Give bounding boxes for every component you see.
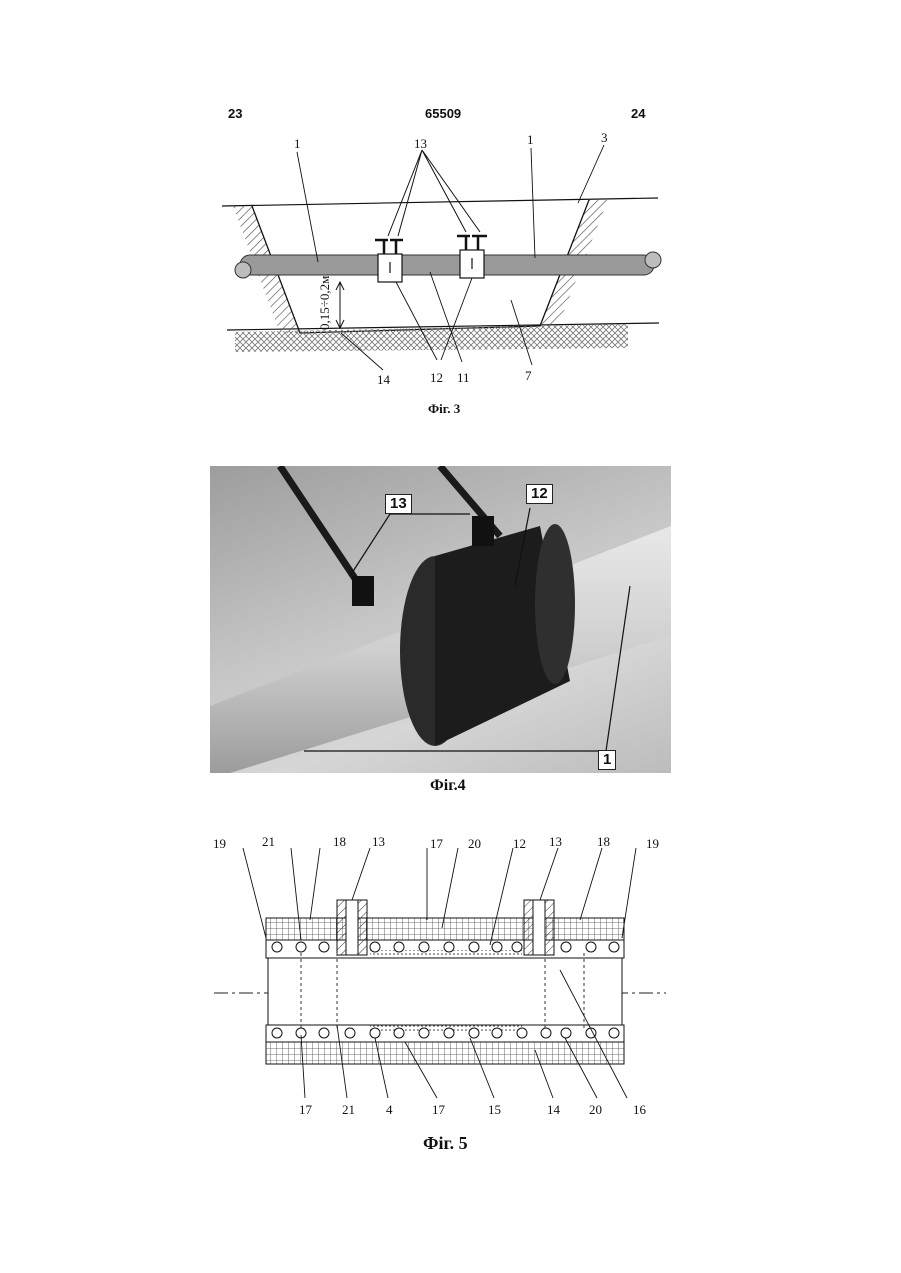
figure-5-diagram: 19 21 18 13 17 20 12 13 18 19 17 21 4 17…	[0, 820, 901, 1160]
fig5-bottom-label: 14	[547, 1102, 561, 1117]
fig5-top-label: 19	[646, 836, 659, 851]
fig5-top-label: 18	[333, 834, 346, 849]
fig5-top-label: 19	[213, 836, 226, 851]
label-pipe-segment: 11	[457, 370, 470, 385]
fig5-top-label: 17	[430, 836, 444, 851]
fig5-bottom-label: 4	[386, 1102, 393, 1117]
figure-3-caption: Фіг. 3	[428, 401, 461, 416]
fig5-bottom-label: 17	[299, 1102, 313, 1117]
label-trench-wall: 3	[601, 130, 608, 145]
label-backfill: 7	[525, 368, 532, 383]
figure-4-caption: Фіг.4	[430, 777, 466, 795]
inner-pipe	[268, 958, 622, 1025]
fig5-bottom-label: 15	[488, 1102, 501, 1117]
fig5-top-label: 12	[513, 836, 526, 851]
label-couplings: 12	[430, 370, 443, 385]
fig5-top-label: 21	[262, 834, 275, 849]
pipe	[240, 255, 654, 275]
figure-5-caption: Фіг. 5	[423, 1133, 468, 1154]
fig5-top-label: 18	[597, 834, 610, 849]
fig5-bottom-label: 20	[589, 1102, 602, 1117]
coupling-wall-top	[266, 918, 624, 940]
fig5-top-label: 13	[549, 834, 562, 849]
photo-label-coupling: 12	[526, 484, 553, 504]
coupling-wall-bottom	[266, 1042, 624, 1064]
fig5-bottom-label: 21	[342, 1102, 355, 1117]
photo-label-wires: 13	[385, 494, 412, 514]
figure-4-photo: 13 12 1	[210, 466, 671, 773]
dimension-label: 0,15÷0,2м	[317, 276, 332, 330]
fig5-bottom-label: 17	[432, 1102, 446, 1117]
fig5-top-label: 20	[468, 836, 481, 851]
fig5-top-label: 13	[372, 834, 385, 849]
figure-3-diagram: 0,15÷0,2м 1 13 1 3 14 12 11 7 Фіг. 3	[0, 0, 901, 430]
label-bedding: 14	[377, 372, 391, 387]
photo-label-pipe: 1	[598, 750, 616, 770]
label-pipe-right: 1	[527, 132, 534, 147]
fig5-bottom-label: 16	[633, 1102, 647, 1117]
label-pipe-left: 1	[294, 136, 301, 151]
label-wires: 13	[414, 136, 427, 151]
